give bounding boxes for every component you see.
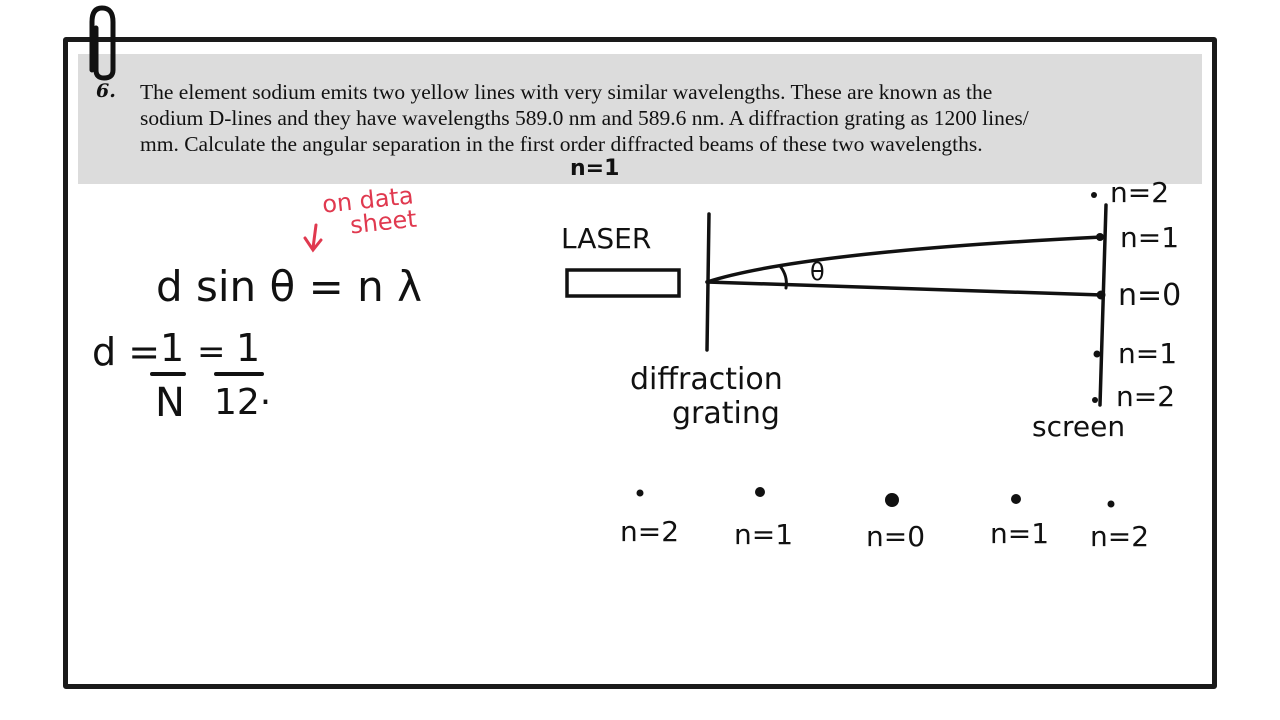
angle-label: θ: [810, 258, 825, 286]
screen-order-n1-bottom: n=1: [1118, 337, 1178, 370]
grating-label-1: diffraction: [630, 362, 783, 397]
pattern-label-n0: n=0: [866, 520, 926, 553]
screen-order-n0: n=0: [1118, 278, 1182, 313]
first-order-beam: [705, 235, 1104, 284]
zero-order-beam: [705, 280, 1104, 297]
pattern-dots: [636, 487, 1115, 508]
fraction-1-numerator: 1: [160, 326, 185, 370]
screen-label: screen: [1032, 410, 1126, 443]
angle-arc: [778, 264, 788, 290]
pattern-label-n2-left: n=2: [620, 515, 680, 548]
question-line-1: The element sodium emits two yellow line…: [140, 80, 993, 104]
grating-equation: d sin θ = n λ: [156, 262, 422, 311]
pattern-label-n2-right: n=2: [1090, 520, 1150, 553]
question-line-3: mm. Calculate the angular separation in …: [140, 132, 983, 156]
laser-box: [565, 268, 681, 298]
laser-label: LASER: [561, 222, 652, 255]
fraction-2-numerator: 1: [236, 326, 261, 370]
question-number: 6.: [96, 80, 116, 102]
fraction-2-denominator: 12·: [214, 382, 272, 423]
first-order-annotation: n=1: [570, 156, 620, 181]
pattern-label-n1-right: n=1: [990, 517, 1050, 550]
screen-line: [1098, 203, 1108, 407]
screen-order-n2-top: n=2: [1110, 176, 1170, 209]
screen-order-n2-bottom: n=2: [1116, 380, 1176, 413]
pattern-label-n1-left: n=1: [734, 518, 794, 551]
grating-label-2: grating: [672, 396, 780, 431]
data-sheet-arrow: [303, 223, 323, 253]
question-text: The element sodium emits two yellow line…: [140, 79, 1180, 157]
second-equals: =: [197, 332, 226, 372]
paperclip-icon: [89, 5, 116, 81]
fraction-1-denominator: N: [155, 380, 185, 426]
question-line-2: sodium D-lines and they have wavelengths…: [140, 106, 1029, 130]
screen-dots: [1091, 192, 1106, 403]
d-equals: d =: [92, 330, 161, 374]
question-strip: [78, 54, 1202, 184]
screen-order-n1-top: n=1: [1120, 221, 1180, 254]
